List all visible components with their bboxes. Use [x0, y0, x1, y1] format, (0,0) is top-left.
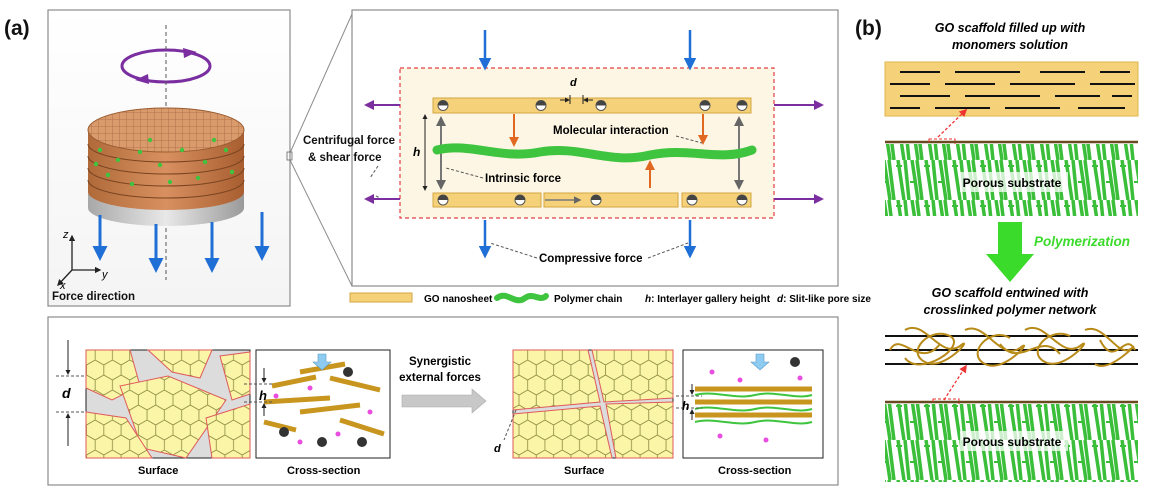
- polymerization-arrow-icon: [986, 222, 1034, 282]
- top-title-line1: GO scaffold filled up with: [935, 21, 1086, 35]
- synergistic-label-line1: Synergistic: [409, 356, 472, 368]
- surface-after: [512, 349, 674, 459]
- axis-z-label: z: [62, 229, 69, 241]
- polymerization-label: Polymerization: [1034, 234, 1130, 249]
- panel-b-label: (b): [855, 17, 882, 40]
- d-symbol: d: [570, 77, 577, 89]
- legend-h-def: h: Interlayer gallery height: [645, 294, 771, 305]
- axis-triad: z y x: [57, 229, 109, 292]
- membrane-disc: [87, 107, 245, 226]
- h-left-label: h: [259, 388, 267, 403]
- compressive-arrows: [478, 30, 697, 259]
- surface-after-caption: Surface: [564, 465, 604, 477]
- legend-polymer-label: Polymer chain: [554, 294, 622, 305]
- zoom-marker: [286, 151, 293, 161]
- top-title-line2: monomers solution: [952, 38, 1068, 52]
- shear-arrows: [364, 100, 824, 204]
- porous-substrate-bottom-label: Porous substrate: [963, 435, 1062, 449]
- downward-force-arrows: [92, 212, 270, 273]
- legend-go-label: GO nanosheet: [424, 294, 493, 305]
- polymer-chain: [432, 143, 757, 163]
- axis-x-label: x: [59, 280, 66, 292]
- molecular-interaction-arrows: [509, 114, 708, 188]
- zoom-line-top: [289, 13, 353, 154]
- cross-section-before: [255, 349, 391, 459]
- synergistic-arrow-icon: [401, 388, 487, 414]
- h-symbol: h: [413, 145, 420, 159]
- legend-polymer-swatch: [494, 292, 549, 304]
- cross-section-after-caption: Cross-section: [718, 465, 792, 477]
- axis-y-label: y: [101, 269, 109, 281]
- zoom-line-bottom: [289, 159, 353, 287]
- porous-substrate-top-label: Porous substrate: [963, 176, 1062, 190]
- down-arrow-icon: [750, 353, 770, 371]
- legend: GO nanosheet Polymer chain h: Interlayer…: [349, 292, 871, 305]
- centrifugal-label-line2: & shear force: [308, 152, 382, 164]
- centrifugal-label-line1: Centrifugal force: [303, 135, 395, 147]
- d-left-label: d: [62, 385, 71, 401]
- panel-a-label: (a): [4, 17, 30, 40]
- molecular-interaction-label: Molecular interaction: [553, 125, 669, 137]
- intrinsic-force-label: Intrinsic force: [485, 173, 561, 185]
- bottom-title-line2: crosslinked polymer network: [924, 303, 1098, 317]
- entwined-scaffold: [885, 326, 1138, 367]
- force-direction-label: Force direction: [52, 291, 135, 303]
- functional-groups: [437, 100, 748, 206]
- cross-section-after: [682, 349, 824, 459]
- bottom-title-line1: GO scaffold entwined with: [932, 286, 1089, 300]
- d-right-label: d: [494, 443, 501, 455]
- cross-section-before-caption: Cross-section: [287, 465, 361, 477]
- surface-before: [85, 349, 251, 459]
- legend-d-def: d: Slit-like pore size: [777, 294, 871, 305]
- legend-go-swatch: [349, 292, 413, 303]
- h-right-label: h: [682, 399, 689, 413]
- scaffold-with-monomers: [884, 61, 1139, 117]
- synergistic-label-line2: external forces: [399, 372, 481, 384]
- surface-before-caption: Surface: [138, 465, 178, 477]
- down-arrow-icon: [312, 353, 332, 371]
- compressive-force-label: Compressive force: [539, 253, 643, 265]
